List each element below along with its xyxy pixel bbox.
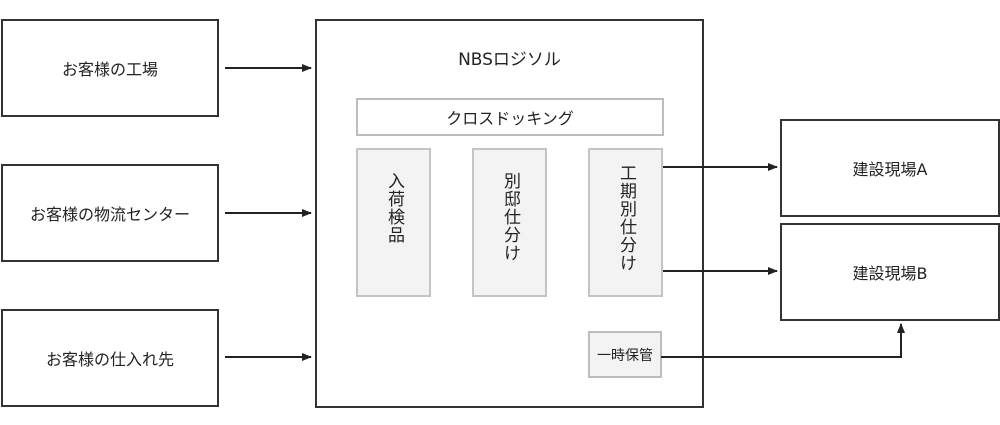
source-supplier: お客様の仕入れ先 [1, 309, 219, 407]
source-distribution-center-label: お客様の物流センター [29, 205, 190, 224]
source-distribution-center: お客様の物流センター [1, 164, 219, 262]
temporary-storage-box: 一時保管 [588, 331, 662, 378]
temporary-storage-label: 一時保管 [597, 347, 653, 364]
step-by-residence: 別邸仕分け [472, 148, 547, 297]
destination-site-a: 建設現場A [780, 119, 1000, 217]
source-factory-label: お客様の工場 [61, 60, 158, 79]
destination-site-a-label: 建設現場A [852, 160, 928, 179]
arrow-storage-to-site-b [661, 323, 905, 358]
cross-docking-box: クロスドッキング [356, 98, 664, 136]
source-supplier-label: お客様の仕入れ先 [45, 350, 174, 369]
cross-docking-label: クロスドッキング [446, 109, 574, 128]
step-inspection-label: 入荷検品 [384, 172, 404, 244]
step-inspection: 入荷検品 [356, 148, 431, 297]
destination-site-b-label: 建設現場B [852, 264, 928, 283]
step-by-period: 工期別仕分け [588, 148, 663, 297]
destination-site-b: 建設現場B [780, 223, 1000, 321]
step-by-period-label: 工期別仕分け [616, 164, 636, 272]
step-by-residence-label: 別邸仕分け [500, 172, 520, 262]
source-factory: お客様の工場 [1, 19, 219, 117]
logistics-title: NBSロジソル [458, 50, 561, 70]
